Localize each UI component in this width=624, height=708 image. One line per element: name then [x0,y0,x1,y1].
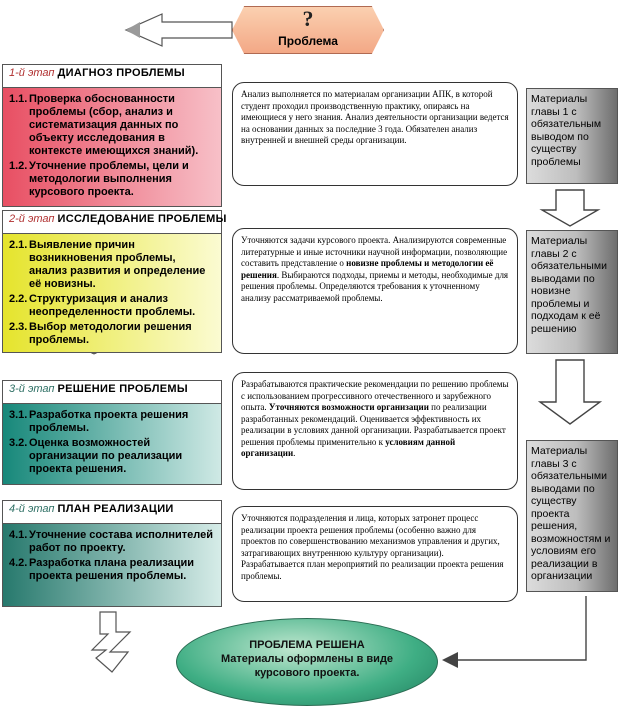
stage-1-body: 1.1. Проверка обоснованности проблемы (с… [2,88,222,207]
question-mark-icon: ? [302,6,314,31]
description-text: Анализ выполняется по материалам организ… [241,89,509,145]
stage-2-panel: 2-й этап ИССЛЕДОВАНИЕ ПРОБЛЕМЫ 2.1. Выяв… [2,210,226,353]
description-text: Разрабатываются практические рекомендаци… [241,379,509,412]
stage-2-item: 2.3. Выбор методологии решения проблемы. [9,321,215,347]
result-ellipse [176,618,438,706]
stage-1-item: 1.1. Проверка обоснованности проблемы (с… [9,93,215,158]
item-number: 2.2. [9,293,28,305]
stage-1-panel: 1-й этап ДИАГНОЗ ПРОБЛЕМЫ 1.1. Проверка … [2,64,222,207]
description-text: . Выбираются подходы, приемы и методы, н… [241,269,509,303]
result-text: ПРОБЛЕМА РЕШЕНА Материалы оформлены в ви… [196,638,418,680]
stage-3-item: 3.2. Оценка возможностей организации по … [9,437,215,476]
stage-4-header: 4-й этап ПЛАН РЕАЛИЗАЦИИ [2,500,222,524]
materials2-to-materials3-arrow [537,359,603,425]
stage-2-title: ИССЛЕДОВАНИЕ ПРОБЛЕМЫ [57,213,227,225]
stage-3-number: 3-й этап [9,383,55,395]
description-text: условиям данной организации [241,436,456,459]
item-number: 2.3. [9,321,28,333]
stage-4-panel: 4-й этап ПЛАН РЕАЛИЗАЦИИ 4.1. Уточнение … [2,500,222,607]
problem-to-stage1-arrow [124,13,233,47]
item-text: Разработка проекта решения проблемы. [29,409,189,434]
stage-4-item: 4.2. Разработка плана реализации проекта… [9,557,215,583]
item-number: 3.1. [9,409,28,421]
item-number: 4.2. [9,557,28,569]
stage-1-header: 1-й этап ДИАГНОЗ ПРОБЛЕМЫ [2,64,222,88]
stage-2-body: 2.1. Выявление причин возникновения проб… [2,234,222,353]
stage-3-item: 3.1. Разработка проекта решения проблемы… [9,409,215,435]
stage-4-body: 4.1. Уточнение состава исполнителей рабо… [2,524,222,607]
description-text: . [293,448,296,458]
description-text: Уточняются подразделения и лица, которых… [241,513,504,581]
item-text: Проверка обоснованности проблемы (сбор, … [29,93,199,157]
stage-3-header: 3-й этап РЕШЕНИЕ ПРОБЛЕМЫ [2,380,222,404]
description-text: Уточняются задачи курсового проекта. Ана… [241,235,508,268]
item-text: Оценка возможностей организации по реали… [29,437,183,475]
stage-2-description: Уточняются задачи курсового проекта. Ана… [232,228,518,354]
stage-4-description: Уточняются подразделения и лица, которых… [232,506,518,602]
materials-chapter-3: Материалы главы 3 с обязательными вывода… [526,440,618,592]
stage-1-number: 1-й этап [9,67,55,79]
result-title: ПРОБЛЕМА РЕШЕНА [249,639,365,651]
materials1-to-materials2-arrow [539,189,601,227]
stage-3-panel: 3-й этап РЕШЕНИЕ ПРОБЛЕМЫ 3.1. Разработк… [2,380,222,485]
problem-label: Проблема [278,34,338,48]
stage-1-item: 1.2. Уточнение проблемы, цели и методоло… [9,160,215,199]
stage-1-title: ДИАГНОЗ ПРОБЛЕМЫ [57,67,185,79]
stage-3-body: 3.1. Разработка проекта решения проблемы… [2,404,222,485]
description-text: новизне проблемы и методологии её решени… [241,258,494,280]
stage-2-header: 2-й этап ИССЛЕДОВАНИЕ ПРОБЛЕМЫ [2,210,226,234]
stage-3-title: РЕШЕНИЕ ПРОБЛЕМЫ [57,383,188,395]
stage-2-item: 2.1. Выявление причин возникновения проб… [9,239,215,291]
description-text: Уточняются возможности организации [268,402,429,412]
item-number: 2.1. [9,239,28,251]
item-text: Разработка плана реализации проекта реше… [29,557,195,582]
stage-2-item: 2.2. Структуризация и анализ неопределен… [9,293,215,319]
stage-4-item: 4.1. Уточнение состава исполнителей рабо… [9,529,215,555]
item-text: Уточнение состава исполнителей работ по … [29,529,213,554]
description-text: по реализации разработанных рекомендаций… [241,402,506,447]
stage-4-title: ПЛАН РЕАЛИЗАЦИИ [57,503,174,515]
materials3-to-result-arrow [442,596,587,668]
stage-1-description: Анализ выполняется по материалам организ… [232,82,518,186]
item-number: 3.2. [9,437,28,449]
problem-box [232,6,384,54]
item-number: 4.1. [9,529,28,541]
item-text: Уточнение проблемы, цели и методологии в… [29,160,189,198]
stage-2-number: 2-й этап [9,213,55,225]
item-number: 1.2. [9,160,28,172]
item-text: Выбор методологии решения проблемы. [29,321,192,346]
materials-chapter-1: Материалы главы 1 с обязательным выводом… [526,88,618,184]
stage4-to-result-arrow [90,611,132,673]
item-text: Структуризация и анализ неопределенности… [29,293,196,318]
stage-4-number: 4-й этап [9,503,55,515]
item-text: Выявление причин возникновения проблемы,… [29,239,206,290]
stage-3-description: Разрабатываются практические рекомендаци… [232,372,518,490]
item-number: 1.1. [9,93,28,105]
materials-chapter-2: Материалы главы 2 с обязательными вывода… [526,230,618,354]
result-subtitle: Материалы оформлены в виде курсового про… [220,653,394,679]
